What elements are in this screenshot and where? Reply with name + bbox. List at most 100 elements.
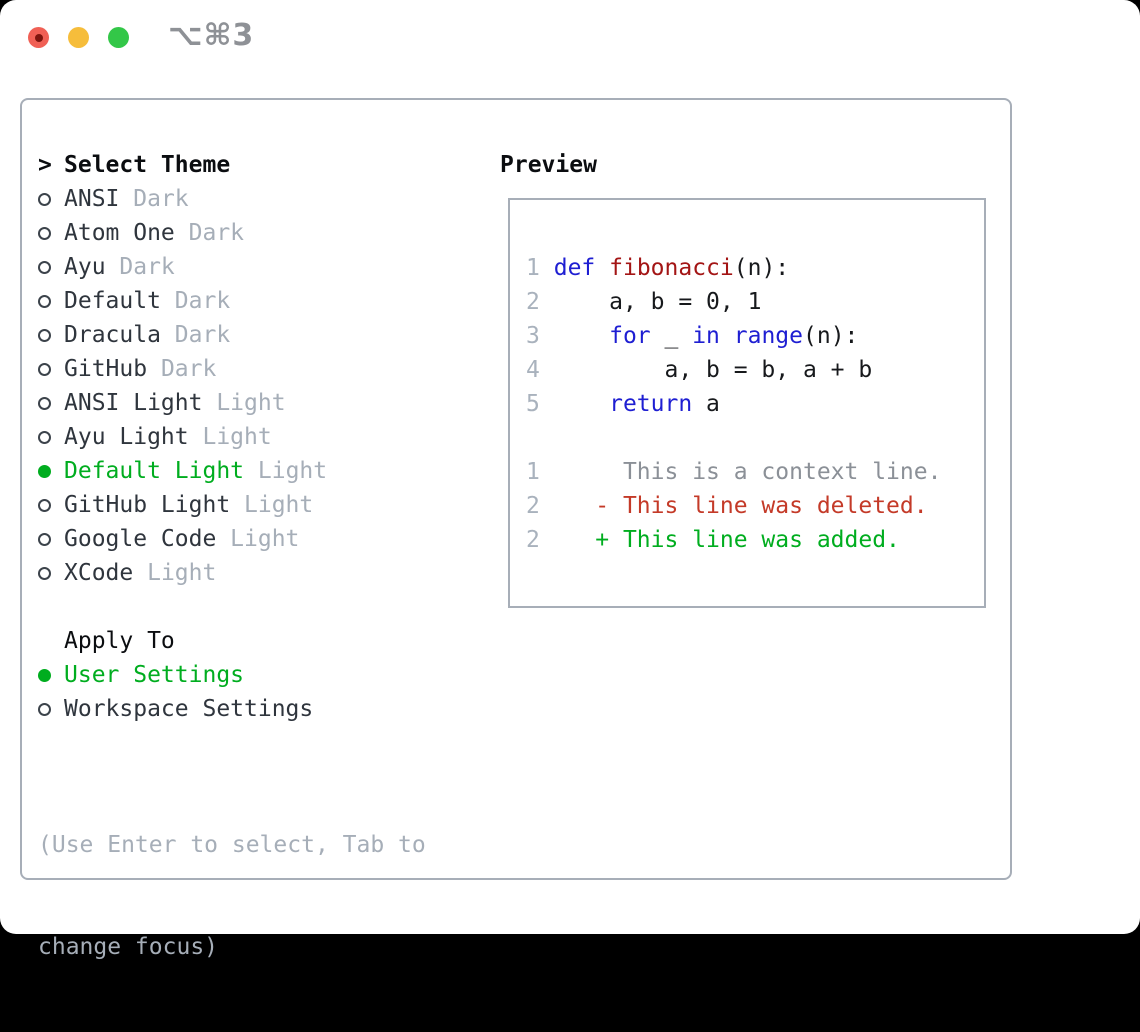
maximize-button[interactable] (108, 27, 129, 48)
apply-to-option[interactable]: User Settings (38, 658, 313, 692)
apply-to-heading: Apply To (64, 628, 175, 654)
code-segment-plain: a, b = 0, 1 (553, 289, 762, 315)
theme-list-header-row: > Select Theme (38, 148, 327, 182)
code-segment-context: This is a context line. (553, 459, 942, 485)
radio-unselected-icon (38, 260, 51, 274)
theme-variant-tag: Dark (160, 356, 217, 382)
theme-variant-tag: Light (216, 390, 286, 416)
code-line: 2 + This line was added. (526, 523, 984, 557)
code-segment-keyword: return (609, 391, 693, 417)
line-number: 1 (526, 459, 540, 485)
theme-variant-tag: Light (147, 560, 217, 586)
line-number: 4 (526, 357, 540, 383)
theme-option[interactable]: Google Code Light (38, 522, 327, 556)
line-number: 2 (526, 289, 540, 315)
theme-option[interactable]: Atom One Dark (38, 216, 327, 250)
theme-option-label: Default Dark (64, 288, 231, 314)
theme-option[interactable]: GitHub Dark (38, 352, 327, 386)
theme-option-label: Atom One Dark (64, 220, 245, 246)
theme-option[interactable]: ANSI Light Light (38, 386, 327, 420)
theme-option[interactable]: Default Dark (38, 284, 327, 318)
apply-to-option[interactable]: Workspace Settings (38, 692, 313, 726)
code-segment-deleted: - This line was deleted. (553, 493, 928, 519)
code-segment-plain: _ (650, 323, 693, 349)
theme-option-label: ANSI Dark (64, 186, 189, 212)
code-segment-plain: (n): (733, 255, 790, 281)
theme-option-label: Dracula Dark (64, 322, 231, 348)
help-line-1: (Use Enter to select, Tab to (38, 832, 426, 858)
help-text: (Use Enter to select, Tab to change focu… (38, 760, 426, 1032)
line-number: 5 (526, 391, 540, 417)
cursor-icon: > (38, 152, 52, 178)
code-segment-plain (595, 255, 609, 281)
theme-variant-tag: Dark (174, 288, 231, 314)
theme-option[interactable]: ANSI Dark (38, 182, 327, 216)
theme-variant-tag: Light (257, 458, 328, 484)
theme-variant-tag: Dark (119, 254, 175, 280)
theme-variant-tag: Light (230, 526, 300, 552)
theme-option-label: ANSI Light Light (64, 390, 286, 416)
radio-unselected-icon (38, 192, 51, 206)
radio-unselected-icon (38, 702, 51, 716)
code-segment-keyword: for (609, 323, 651, 349)
radio-unselected-icon (38, 498, 51, 512)
apply-to-header-row: Apply To (38, 624, 313, 658)
window-shortcut-label: ⌥⌘3 (168, 18, 255, 53)
theme-variant-tag: Dark (133, 186, 189, 212)
theme-variant-tag: Light (202, 424, 272, 450)
code-segment-keyword: def (553, 255, 596, 281)
theme-option-label: Ayu Light Light (64, 424, 272, 450)
radio-selected-icon (38, 668, 51, 682)
theme-variant-tag: Dark (174, 322, 231, 348)
traffic-lights (28, 27, 129, 48)
code-segment-added: + This line was added. (553, 527, 900, 553)
line-number: 1 (526, 255, 540, 281)
code-line (526, 421, 984, 455)
code-line: 3 for _ in range(n): (526, 319, 984, 353)
theme-option[interactable]: Default Light Light (38, 454, 327, 488)
theme-option-label: Default Light Light (64, 458, 328, 484)
code-segment-plain: a (692, 391, 720, 417)
theme-option-label: Ayu Dark (64, 254, 175, 280)
code-line: 2 - This line was deleted. (526, 489, 984, 523)
radio-unselected-icon (38, 396, 51, 410)
theme-option-label: GitHub Dark (64, 356, 217, 382)
line-number: 3 (526, 323, 540, 349)
theme-option[interactable]: Ayu Light Light (38, 420, 327, 454)
main-panel (20, 98, 1012, 880)
radio-unselected-icon (38, 328, 51, 342)
close-dot-icon (34, 33, 43, 42)
code-line: 1 This is a context line. (526, 455, 984, 489)
code-line: 5 return a (526, 387, 984, 421)
code-segment-function: fibonacci (609, 255, 734, 281)
theme-option[interactable]: GitHub Light Light (38, 488, 327, 522)
close-button[interactable] (28, 27, 49, 48)
theme-variant-tag: Dark (188, 220, 245, 246)
radio-selected-icon (38, 464, 51, 478)
theme-option[interactable]: Ayu Dark (38, 250, 327, 284)
minimize-button[interactable] (68, 27, 89, 48)
help-line-2: change focus) (38, 934, 219, 960)
radio-unselected-icon (38, 362, 51, 376)
apply-to-option-label: User Settings (64, 662, 245, 688)
code-segment-keyword: in (692, 323, 720, 349)
code-segment-plain (720, 323, 734, 349)
theme-option[interactable]: XCode Light (38, 556, 327, 590)
theme-option[interactable]: Dracula Dark (38, 318, 327, 352)
code-segment-keyword: range (733, 323, 804, 349)
theme-option-label: Google Code Light (64, 526, 300, 552)
code-segment-plain: a, b = b, a + b (553, 357, 873, 383)
radio-unselected-icon (38, 226, 51, 240)
theme-option-label: GitHub Light Light (64, 492, 314, 518)
theme-option-label: XCode Light (64, 560, 217, 586)
code-line: 2 a, b = 0, 1 (526, 285, 984, 319)
line-number: 2 (526, 527, 540, 553)
radio-unselected-icon (38, 566, 51, 580)
code-line: 4 a, b = b, a + b (526, 353, 984, 387)
radio-unselected-icon (38, 430, 51, 444)
preview-heading: Preview (500, 152, 597, 178)
radio-unselected-icon (38, 532, 51, 546)
